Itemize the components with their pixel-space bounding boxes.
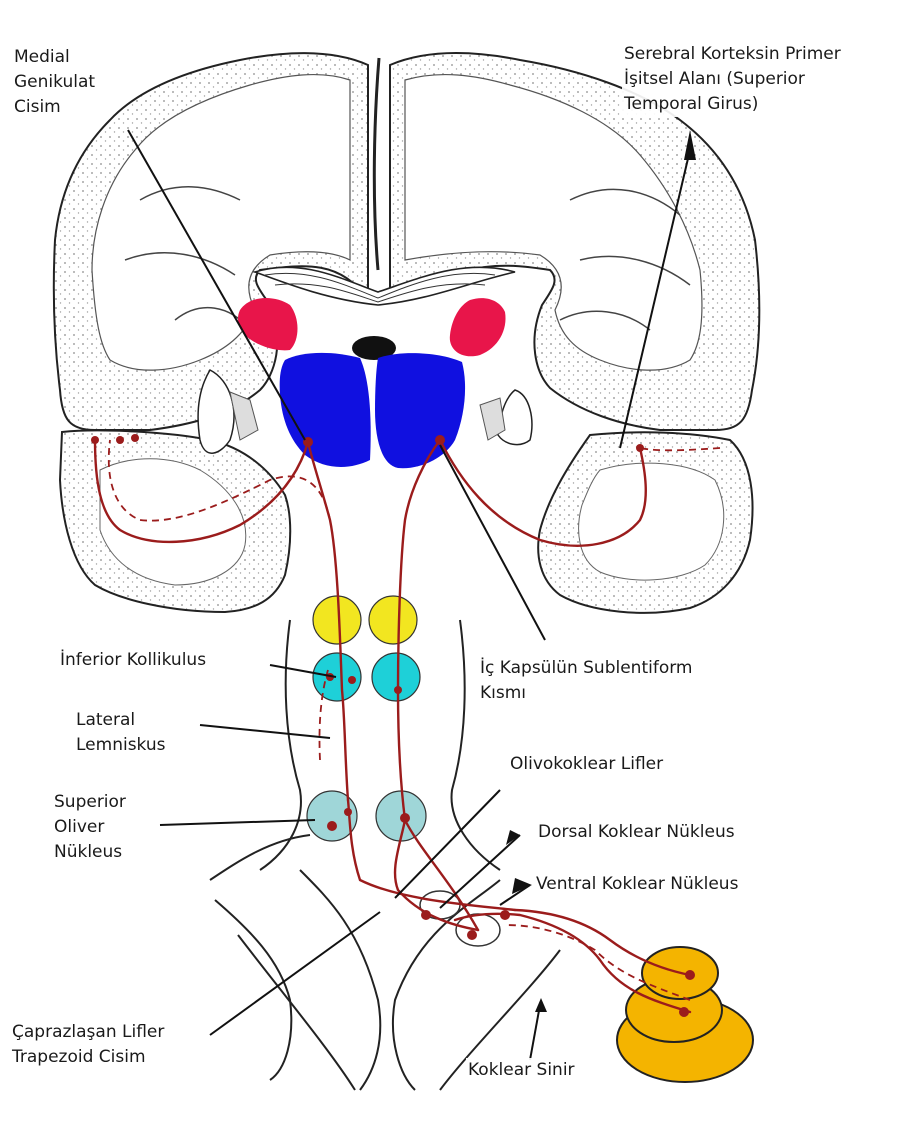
label-koklear-sinir: Koklear Sinir xyxy=(466,1058,577,1083)
label-medial-genikulat: Medial Genikulat Cisim xyxy=(12,45,97,120)
superior-colliculus-right xyxy=(369,596,417,644)
brainstem-outline xyxy=(260,620,500,870)
label-dorsal-koklear: Dorsal Koklear Nükleus xyxy=(536,820,737,845)
medial-geniculate-right xyxy=(375,353,465,468)
label-caprazlasan: Çaprazlaşan Lifler Trapezoid Cisim xyxy=(10,1020,166,1070)
label-ventral-koklear: Ventral Koklear Nükleus xyxy=(534,872,740,897)
superior-colliculus-left xyxy=(313,596,361,644)
label-lateral-lemniskus: Lateral Lemniskus xyxy=(74,708,168,758)
inferior-colliculus-right xyxy=(372,653,420,701)
label-olivokoklear: Olivokoklear Lifler xyxy=(508,752,665,777)
label-serebral-korteks: Serebral Korteksin Primer İşitsel Alanı … xyxy=(622,42,843,117)
label-ic-kapsul: İç Kapsülün Sublentiform Kısmı xyxy=(478,656,694,706)
longitudinal-fissure xyxy=(374,58,379,270)
label-superior-oliver: Superior Oliver Nükleus xyxy=(52,790,128,865)
medial-geniculate-left xyxy=(280,353,371,467)
label-inferior-kollikulus: İnferior Kollikulus xyxy=(58,648,208,673)
lateral-geniculate-right xyxy=(450,298,506,356)
